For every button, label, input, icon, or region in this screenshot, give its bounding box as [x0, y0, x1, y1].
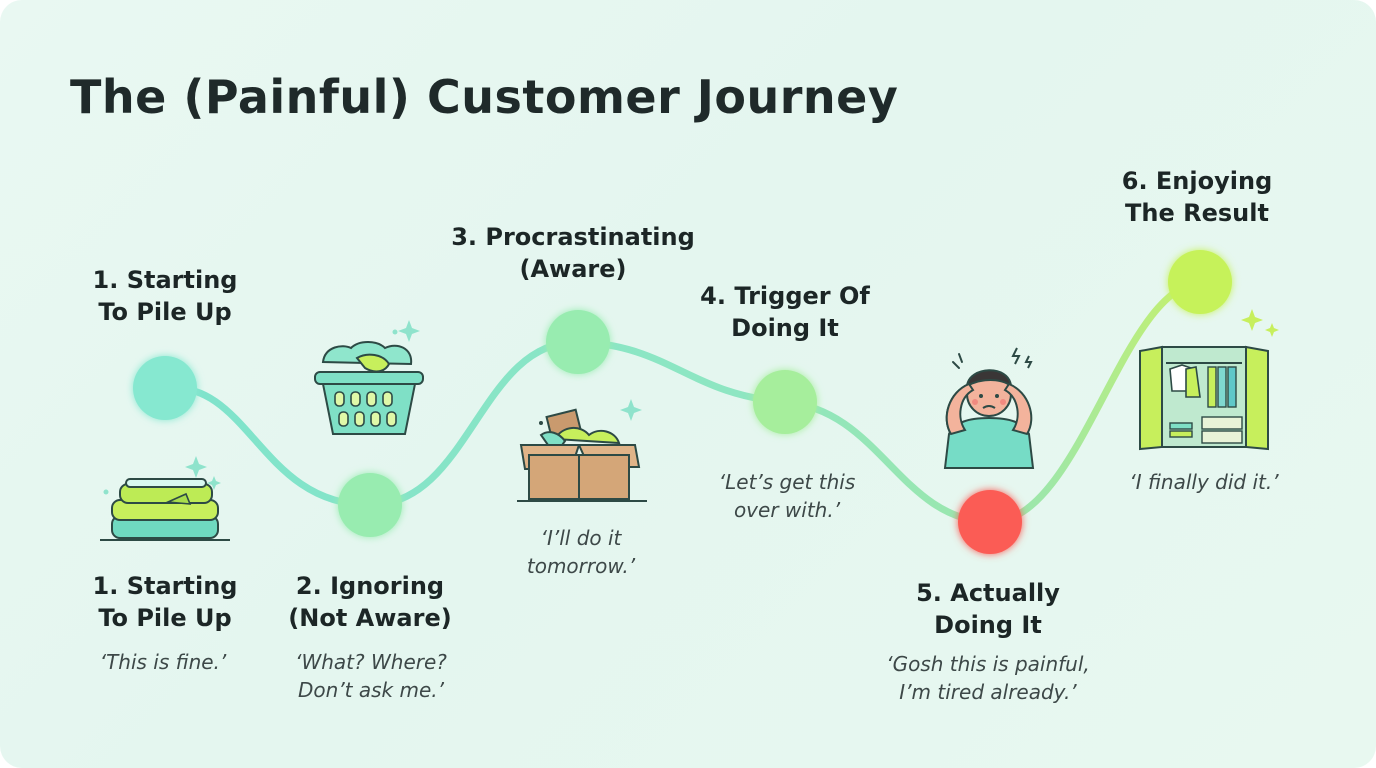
- stage-2-label: 2. Ignoring(Not Aware): [288, 572, 452, 632]
- stage-4-node: [753, 370, 817, 434]
- sparkle-icon: [620, 399, 642, 421]
- stage-5-node: [958, 490, 1022, 554]
- sparkle-icon: [207, 476, 221, 490]
- stage-6-quote: ‘I finally did it.’: [1129, 470, 1279, 494]
- stage-1-quote: ‘This is fine.’: [99, 650, 227, 674]
- stage-3-node: [546, 310, 610, 374]
- stage-6-node: [1168, 250, 1232, 314]
- sparkle-icon: [398, 320, 420, 342]
- stage-1-node: [133, 356, 197, 420]
- folded-clothes-icon: [100, 456, 230, 541]
- stage-2-quote: ‘What? Where?Don’t ask me.’: [295, 650, 447, 702]
- stressed-person-icon: [943, 347, 1035, 469]
- sparkle-icon: [185, 456, 207, 478]
- laundry-basket-icon: [314, 320, 424, 435]
- sparkle-icon: [1265, 323, 1279, 337]
- stage-3-label: 3. Procrastinating(Aware): [451, 223, 695, 283]
- page-title: The (Painful) Customer Journey: [70, 70, 899, 124]
- stage-2-node: [338, 473, 402, 537]
- open-wardrobe-icon: [1139, 309, 1279, 451]
- stage-5-quote: ‘Gosh this is painful,I’m tired already.…: [886, 652, 1090, 704]
- messy-box-icon: [517, 399, 647, 502]
- sparkle-icon: [1241, 309, 1263, 331]
